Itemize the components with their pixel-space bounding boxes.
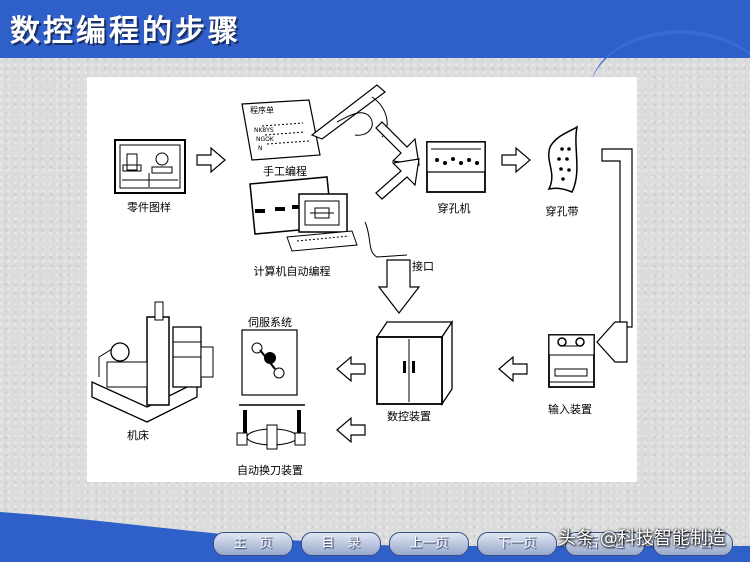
punch-machine-icon [426, 141, 486, 193]
prev-page-button[interactable]: 上一页 [389, 532, 469, 556]
diagram-svg: 零件图样 程序单 NK8YS NGOK N 手工编程 计算机自动编程 穿孔机 穿… [91, 84, 633, 477]
arrow-cnc-to-servo [336, 356, 366, 382]
servo-system-icon [241, 329, 298, 396]
computer-programming-icon [249, 176, 408, 258]
arrow-sheet-to-punch [375, 121, 420, 166]
input-device-icon [548, 334, 595, 388]
arrow-cnc-to-atc [336, 417, 366, 443]
title-bar: 数控编程的步骤 [0, 0, 750, 58]
label-program-line2: NGOK [256, 136, 275, 143]
label-computer-programming: 计算机自动编程 [254, 264, 331, 278]
label-cnc-device: 数控装置 [387, 409, 431, 423]
arrow-input-to-cnc [498, 356, 528, 382]
label-punched-tape: 穿孔带 [546, 204, 579, 218]
exit-button[interactable]: 退 出 [653, 532, 733, 556]
arrow-part-to-programming [196, 147, 226, 173]
label-part-drawing: 零件图样 [127, 200, 171, 214]
next-page-button[interactable]: 下一页 [477, 532, 557, 556]
home-button[interactable]: 主 页 [213, 532, 293, 556]
label-punch-machine: 穿孔机 [438, 201, 471, 215]
program-sheet-icon [241, 99, 321, 161]
label-input-device: 输入装置 [548, 402, 592, 416]
arrow-tape-to-input-head [596, 321, 628, 363]
part-drawing-icon [114, 139, 186, 194]
machine-tool-icon [91, 301, 214, 423]
arrow-punch-to-tape [501, 147, 531, 173]
bottom-bar [0, 512, 750, 562]
watermark: 头条 @科技智能制造 [558, 528, 726, 549]
arrow-computer-to-punch [375, 158, 420, 200]
diagram-panel: 零件图样 程序单 NK8YS NGOK N 手工编程 计算机自动编程 穿孔机 穿… [87, 77, 637, 482]
punched-tape-icon [547, 125, 579, 193]
title-bar-decoration [590, 30, 750, 154]
label-interface: 接口 [412, 260, 434, 273]
label-servo-system: 伺服系统 [248, 316, 292, 329]
back-button[interactable]: 后 退 [565, 532, 645, 556]
label-program-line3: N [258, 145, 263, 152]
cnc-device-icon [375, 319, 454, 407]
contents-button[interactable]: 目 录 [301, 532, 381, 556]
pen-hand-icon [310, 84, 388, 140]
label-atc: 自动换刀装置 [237, 463, 303, 477]
label-machine-tool: 机床 [127, 428, 149, 442]
slide-title: 数控编程的步骤 [10, 14, 241, 49]
label-manual-programming: 手工编程 [263, 164, 307, 178]
atc-icon [236, 404, 306, 450]
label-program-sheet: 程序单 [250, 105, 274, 115]
label-program-line1: NK8YS [254, 127, 274, 134]
arrow-tape-to-input-line [601, 148, 633, 328]
arrow-interface-down [377, 259, 421, 314]
